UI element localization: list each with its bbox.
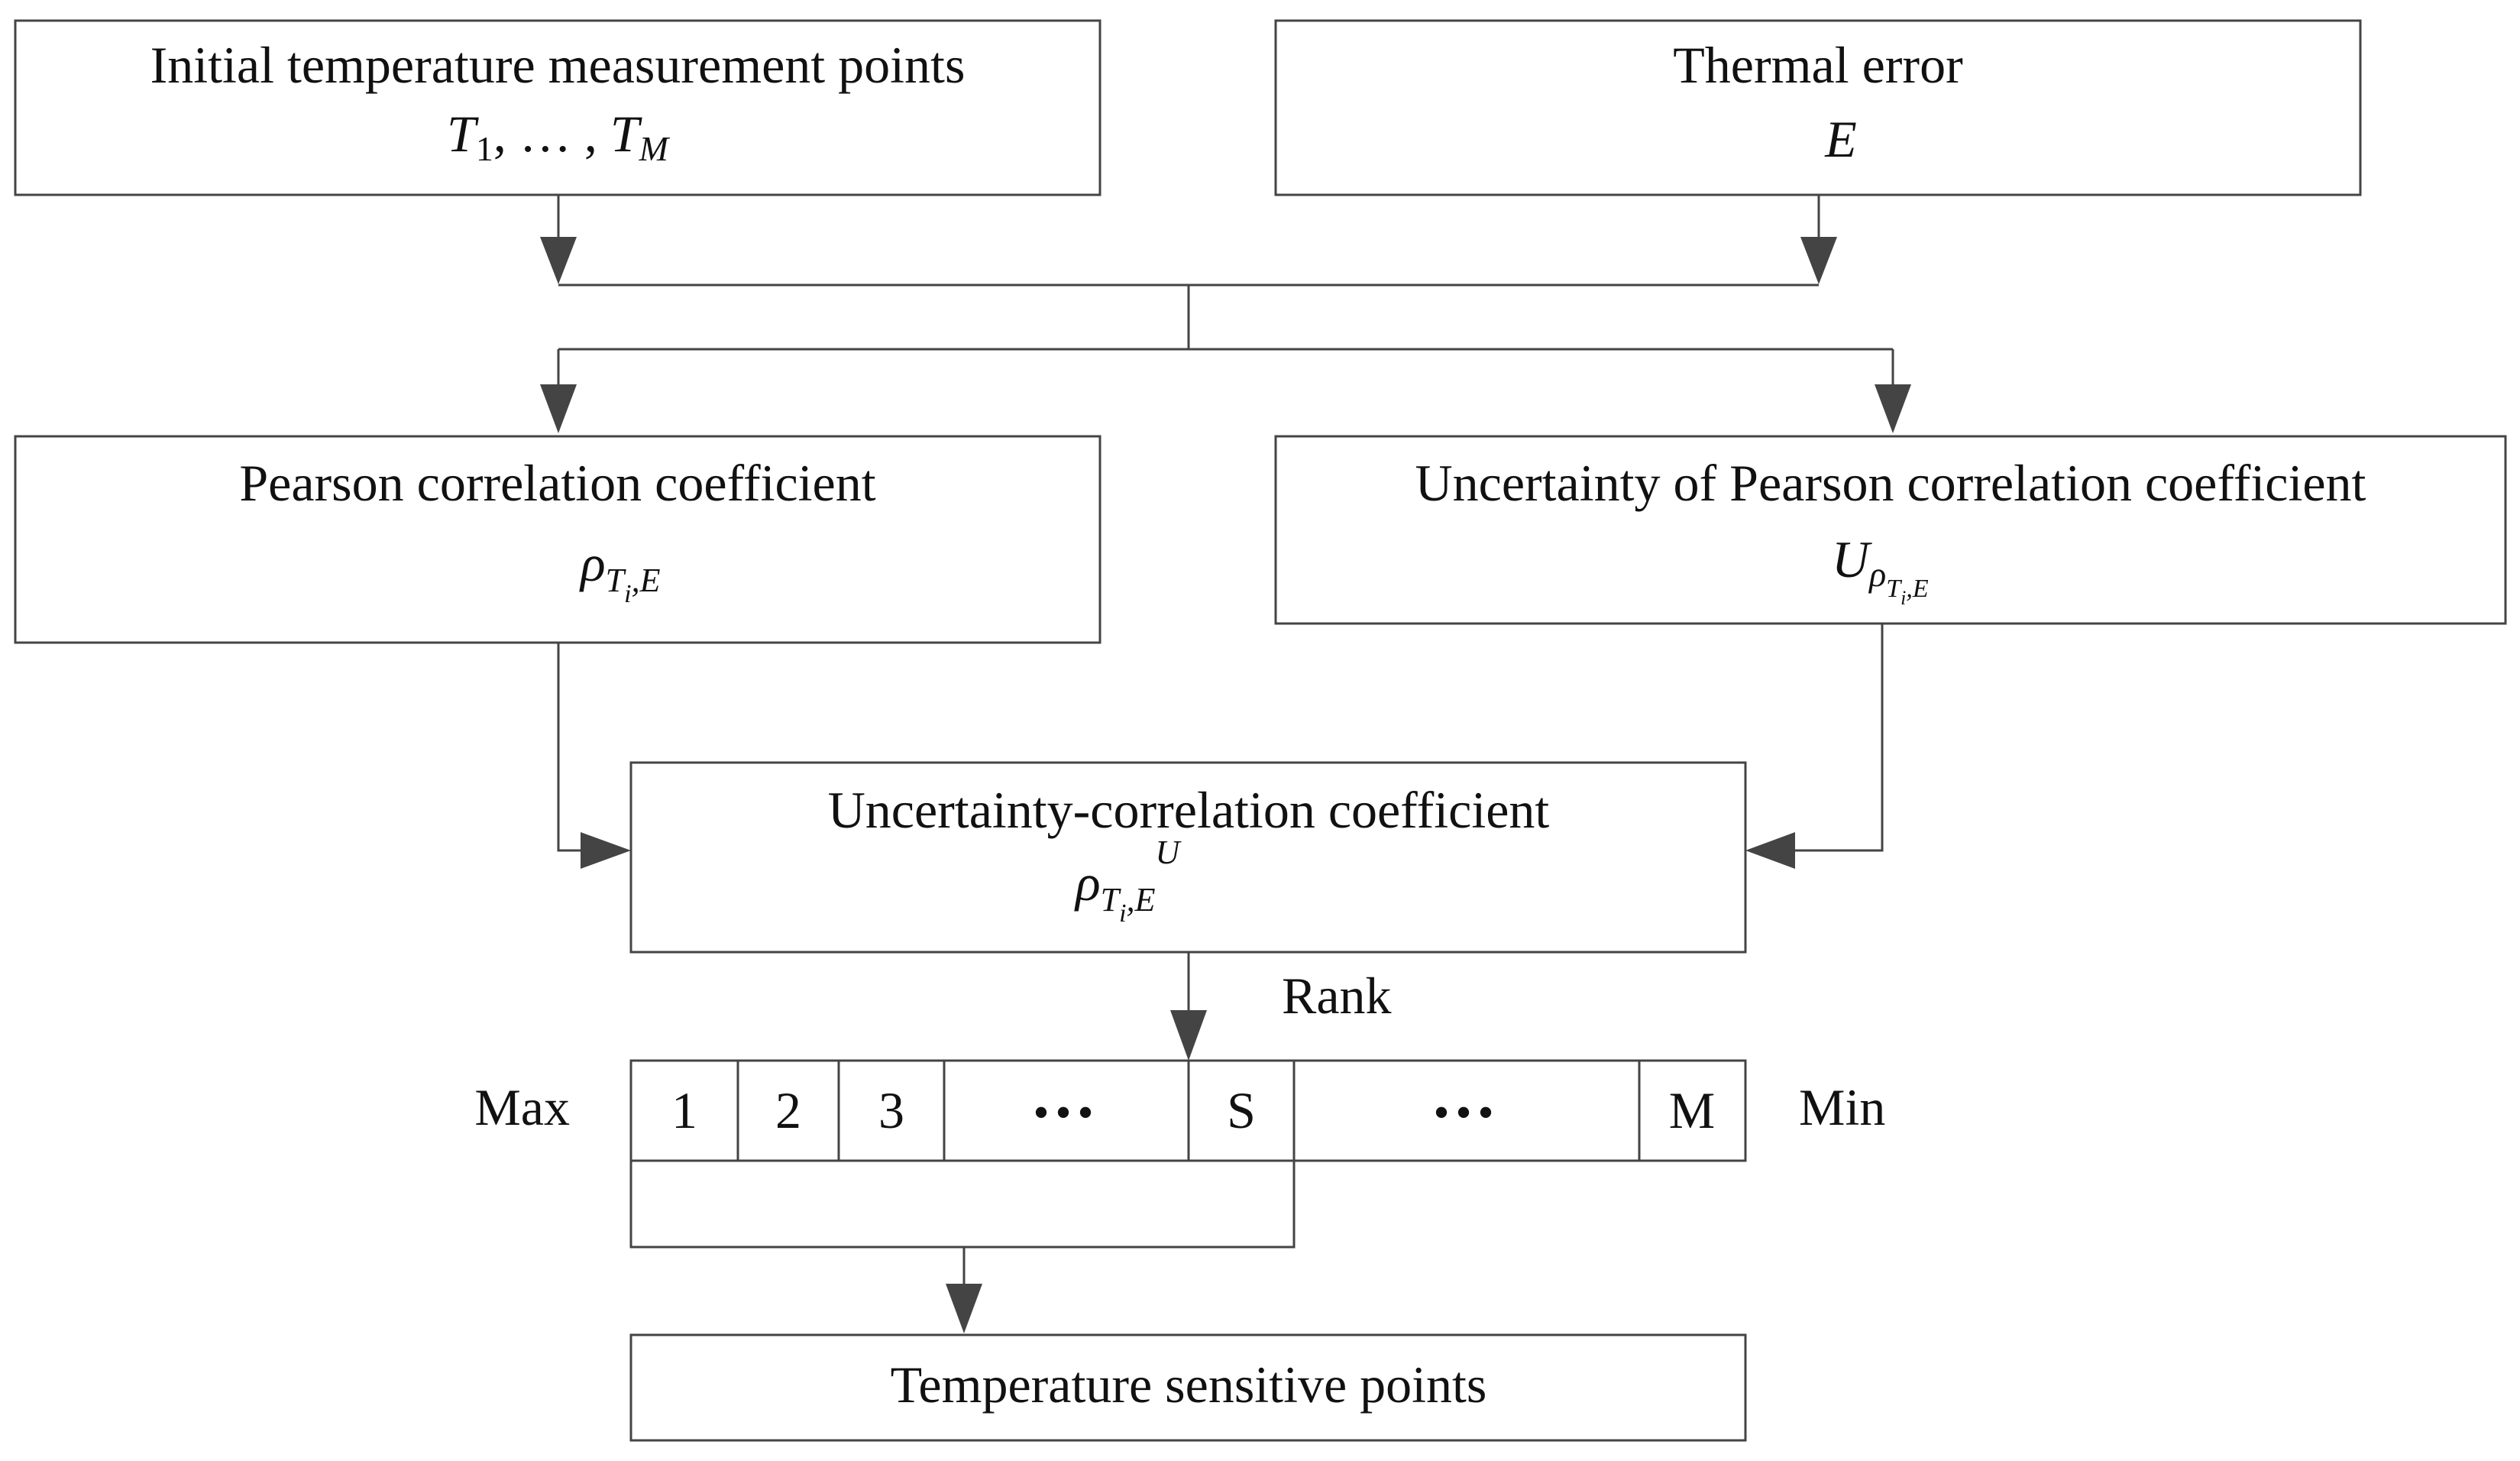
uncertainty-pearson-symbol: UρTi,E <box>1832 530 1929 609</box>
result-connector <box>946 1247 982 1333</box>
sensitive-points-title: Temperature sensitive points <box>891 1356 1487 1414</box>
rank-cell: M <box>1669 1081 1715 1139</box>
pearson-box: Pearson correlation coefficient ρTi,E <box>14 435 1101 644</box>
top-connectors <box>540 195 1911 433</box>
rank-cell: S <box>1227 1081 1256 1139</box>
pearson-title: Pearson correlation coefficient <box>239 454 875 512</box>
uncertainty-correlation-symbol: ρTi,EU <box>1074 834 1182 928</box>
sensitive-points-box: Temperature sensitive points <box>629 1333 1747 1442</box>
uncertainty-pearson-box: Uncertainty of Pearson correlation coeff… <box>1274 435 2507 625</box>
rank-max-label: Max <box>474 1078 570 1136</box>
thermal-error-box: Thermal error E <box>1274 19 2362 196</box>
rank-cell-ellipsis: ••• <box>1033 1087 1099 1138</box>
initial-points-box: Initial temperature measurement points T… <box>14 19 1101 196</box>
pearson-symbol: ρTi,E <box>579 534 661 608</box>
thermal-error-symbol: E <box>1824 110 1857 168</box>
rank-connector: Rank <box>1170 952 1392 1061</box>
rank-cell: 1 <box>671 1081 697 1139</box>
rank-cell-ellipsis: ••• <box>1433 1087 1499 1138</box>
initial-points-symbol: T1, … , TM <box>447 105 671 168</box>
uncertainty-correlation-box: Uncertainty-correlation coefficient ρTi,… <box>629 761 1747 954</box>
rank-min-label: Min <box>1799 1078 1885 1136</box>
rank-cell: 3 <box>878 1081 904 1139</box>
thermal-error-title: Thermal error <box>1673 36 1963 94</box>
rank-label: Rank <box>1282 967 1392 1025</box>
middle-connectors <box>557 624 1884 869</box>
uncertainty-correlation-title: Uncertainty-correlation coefficient <box>828 781 1550 839</box>
uncertainty-pearson-title: Uncertainty of Pearson correlation coeff… <box>1415 454 2366 512</box>
rank-bar: Max Min 1 2 3 ••• S ••• M <box>474 1059 1885 1249</box>
initial-points-title: Initial temperature measurement points <box>150 36 966 94</box>
selection-bracket <box>629 1159 1296 1249</box>
rank-cell: 2 <box>775 1081 801 1139</box>
